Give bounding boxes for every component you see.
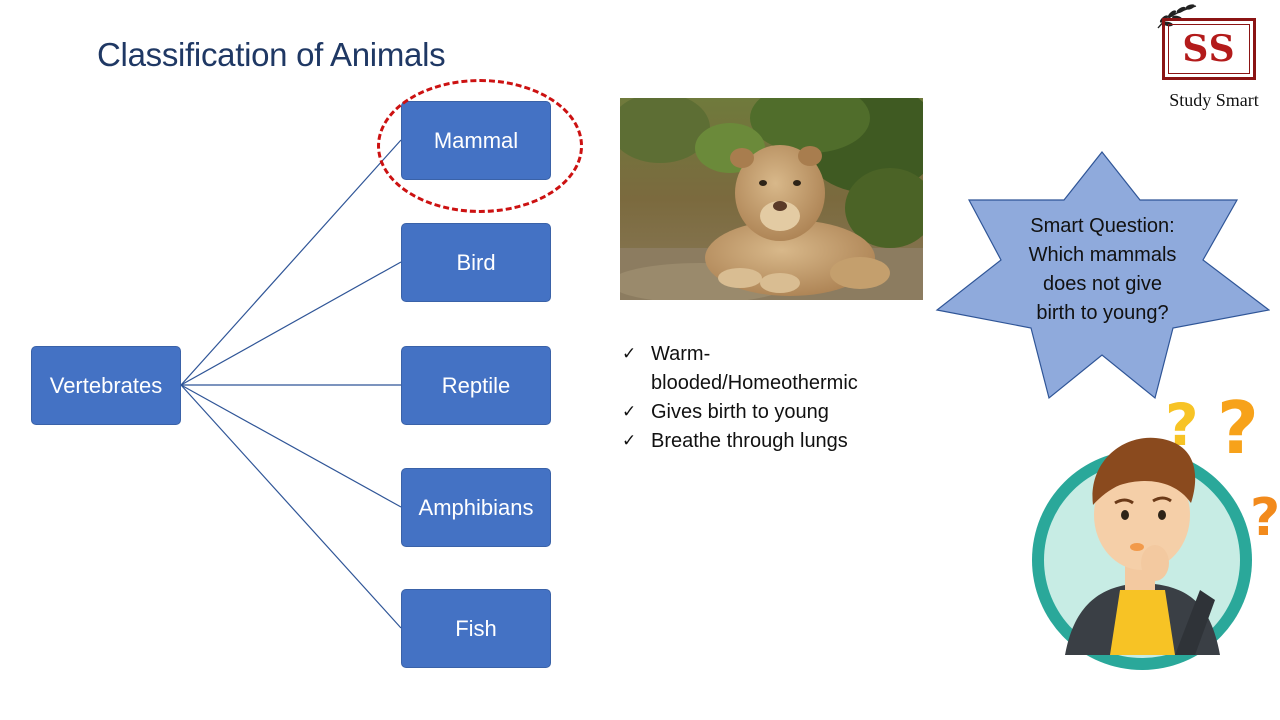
node-amphibians: Amphibians bbox=[401, 468, 551, 547]
study-smart-logo: SS bbox=[1162, 18, 1256, 80]
fact-text: Warm-blooded/Homeothermic bbox=[651, 343, 858, 394]
node-vertebrates: Vertebrates bbox=[31, 346, 181, 425]
check-icon: ✓ bbox=[622, 431, 637, 451]
node-bird: Bird bbox=[401, 223, 551, 302]
list-item: ✓ Breathe through lungs bbox=[620, 427, 910, 456]
node-fish: Fish bbox=[401, 589, 551, 668]
mammal-facts-list: ✓ Warm-blooded/Homeothermic ✓ Gives birt… bbox=[620, 340, 910, 456]
fact-text: Breathe through lungs bbox=[651, 430, 848, 452]
check-icon: ✓ bbox=[622, 344, 637, 364]
question-mark-icon: ? ? ? bbox=[1165, 386, 1280, 548]
slide-title: Classification of Animals bbox=[97, 36, 446, 73]
list-item: ✓ Gives birth to young bbox=[620, 398, 910, 427]
svg-text:?: ? bbox=[1250, 488, 1280, 548]
question-star-shape bbox=[935, 151, 1270, 400]
thinking-person-illustration: ? ? ? bbox=[1032, 386, 1280, 670]
fact-text: Gives birth to young bbox=[651, 401, 829, 423]
question-line: does not give bbox=[1043, 273, 1162, 295]
lion-cub-photo bbox=[620, 98, 923, 300]
svg-text:?: ? bbox=[1217, 386, 1259, 470]
question-line: birth to young? bbox=[1036, 302, 1169, 324]
smart-question-text: Smart Question: Which mammals does not g… bbox=[1005, 212, 1200, 328]
question-line: Which mammals bbox=[1028, 244, 1177, 266]
logo-initials: SS bbox=[1168, 24, 1250, 74]
list-item: ✓ Warm-blooded/Homeothermic bbox=[620, 340, 910, 398]
node-reptile: Reptile bbox=[401, 346, 551, 425]
logo-caption: Study Smart bbox=[1169, 90, 1259, 110]
question-line: Smart Question: bbox=[1030, 215, 1175, 237]
mammal-highlight-ellipse bbox=[377, 79, 583, 213]
check-icon: ✓ bbox=[622, 402, 637, 422]
